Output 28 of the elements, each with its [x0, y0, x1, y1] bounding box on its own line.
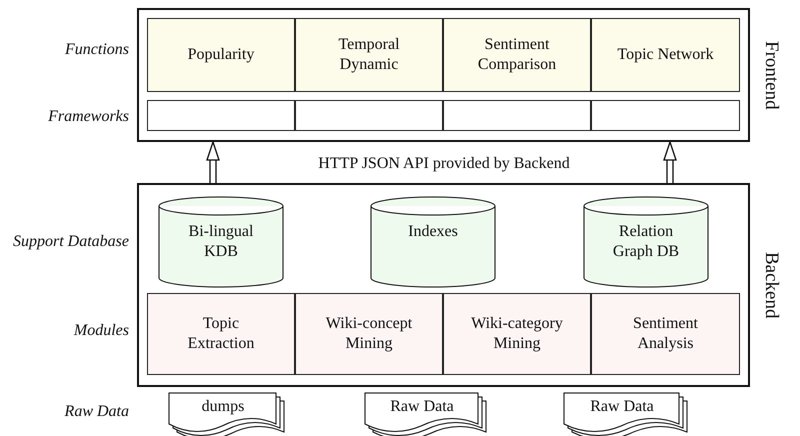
api-label: HTTP JSON API provided by Backend [317, 155, 571, 173]
double-line-arrow [206, 141, 220, 184]
framework-box [591, 100, 740, 131]
layer-heading: Frontend [760, 40, 782, 112]
function-box: Temporal Dynamic [295, 18, 443, 92]
module-box: Sentiment Analysis [591, 293, 740, 375]
framework-box [147, 100, 295, 131]
double-line-arrow [663, 141, 677, 184]
database-label: Indexes [407, 222, 459, 242]
database-label: Bi-lingual KDB [188, 222, 254, 262]
database-label: Relation Graph DB [612, 222, 680, 262]
framework-box [295, 100, 443, 131]
data-source-label: Raw Data [589, 398, 655, 416]
layer-heading: Backend [760, 250, 782, 320]
row-label: Raw Data [64, 402, 129, 422]
row-label: Frameworks [47, 107, 129, 127]
row-label: Functions [64, 40, 129, 60]
row-label: Modules [72, 321, 129, 341]
module-box: Topic Extraction [147, 293, 295, 375]
module-box: Wiki-category Mining [443, 293, 591, 375]
data-source-label: Raw Data [389, 398, 455, 416]
data-source-label: dumps [200, 398, 246, 416]
function-box: Topic Network [591, 18, 740, 92]
function-box: Sentiment Comparison [443, 18, 591, 92]
function-box: Popularity [147, 18, 295, 92]
module-box: Wiki-concept Mining [295, 293, 443, 375]
row-label: Support Database [12, 232, 129, 252]
framework-box [443, 100, 591, 131]
